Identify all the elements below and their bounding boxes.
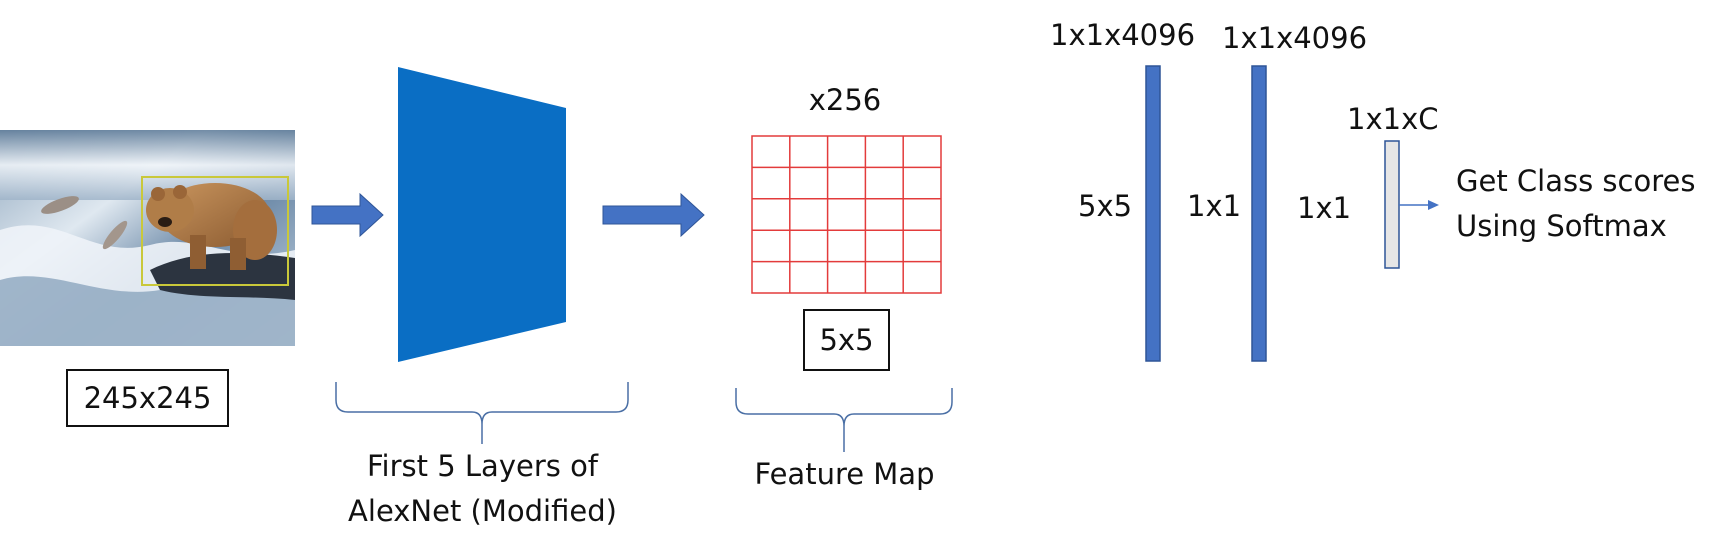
feature-map-depth-label: x256 <box>808 83 882 117</box>
input-size-label: 245x245 <box>83 381 212 415</box>
feature-map-caption: Feature Map <box>754 457 935 491</box>
output-line1: Get Class scores <box>1456 164 1696 198</box>
feature-map-grid <box>751 135 942 294</box>
input-size-box: 245x245 <box>66 369 229 427</box>
cnn-caption-line2: AlexNet (Modified) <box>348 494 617 528</box>
fc-layer-2-top-label: 1x1x4096 <box>1222 21 1368 55</box>
brace-feature-map <box>735 388 953 452</box>
fc-layer-3-top-label: 1x1xC <box>1347 102 1439 136</box>
fc-layer-3-kernel-label: 1x1 <box>1297 191 1352 225</box>
fc-layer-3-bar <box>1384 140 1400 269</box>
fc-layer-1-kernel-label: 5x5 <box>1078 189 1133 223</box>
feature-map-size-label: 5x5 <box>819 323 874 357</box>
fc-layer-1-top-label: 1x1x4096 <box>1050 18 1196 52</box>
cnn-caption-line1: First 5 Layers of <box>366 449 599 483</box>
fc-layer-1-bar <box>1145 65 1161 362</box>
feature-map-border <box>751 135 942 294</box>
output-arrow-head <box>1428 200 1439 210</box>
bounding-box <box>141 176 289 286</box>
input-image <box>0 130 295 346</box>
fc-layer-2-kernel-label: 1x1 <box>1187 189 1242 223</box>
feature-map-size-box: 5x5 <box>803 309 890 371</box>
fc-layer-2-bar <box>1251 65 1267 362</box>
brace-cnn <box>335 382 629 444</box>
output-line2: Using Softmax <box>1456 209 1667 243</box>
arrow-right-1 <box>311 192 384 238</box>
arrow-right-2 <box>602 192 705 238</box>
cnn-block <box>398 67 566 362</box>
